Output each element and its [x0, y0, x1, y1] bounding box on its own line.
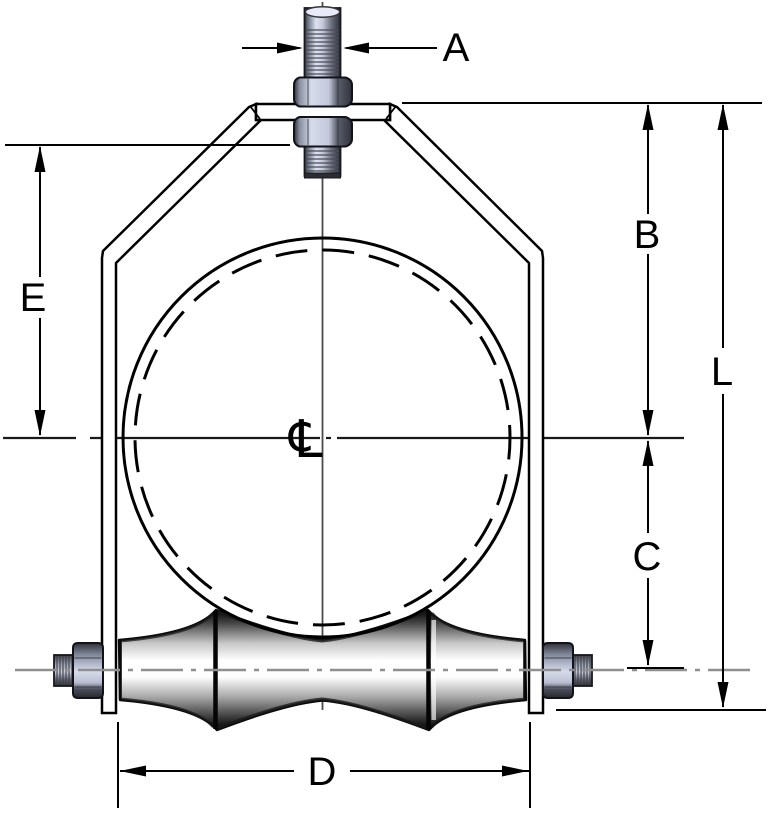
rod-lower-stub	[303, 145, 342, 179]
dimension-label-e: E	[20, 276, 47, 320]
arrow-b-up	[642, 104, 654, 130]
dimension-label-b: B	[634, 213, 661, 257]
pipe-inner-dashed-circle	[133, 248, 512, 627]
arrow-l-up	[717, 104, 729, 130]
arrow-a-left	[277, 42, 303, 54]
dimension-arrowheads	[34, 42, 729, 777]
dimension-lines	[39, 47, 724, 772]
arrow-d-left	[120, 765, 146, 777]
dimension-label-d: D	[308, 750, 337, 794]
dimension-label-c: C	[633, 535, 662, 579]
upper-hex-nut	[293, 76, 353, 108]
lower-hex-nut	[293, 116, 353, 148]
arrow-e-up	[34, 146, 46, 172]
arrow-c-down	[642, 640, 654, 666]
arrow-d-right	[502, 765, 528, 777]
centerline-symbol: ℄	[287, 410, 323, 470]
rod-top-cap	[304, 6, 341, 18]
pipe-outer-circle	[121, 236, 524, 639]
dimension-label-l: L	[711, 350, 733, 394]
pipe-outline	[121, 236, 524, 639]
dimension-label-a: A	[443, 26, 470, 70]
arrow-a-right	[343, 42, 369, 54]
arrow-b-down	[642, 410, 654, 436]
strap-right-bend-line	[385, 105, 397, 120]
arrow-l-down	[717, 682, 729, 708]
strap-left-bend-line	[249, 105, 261, 120]
roller-axle	[15, 642, 757, 699]
arrow-e-down	[34, 410, 46, 436]
extension-lines	[5, 102, 766, 808]
arrow-c-up	[642, 440, 654, 466]
